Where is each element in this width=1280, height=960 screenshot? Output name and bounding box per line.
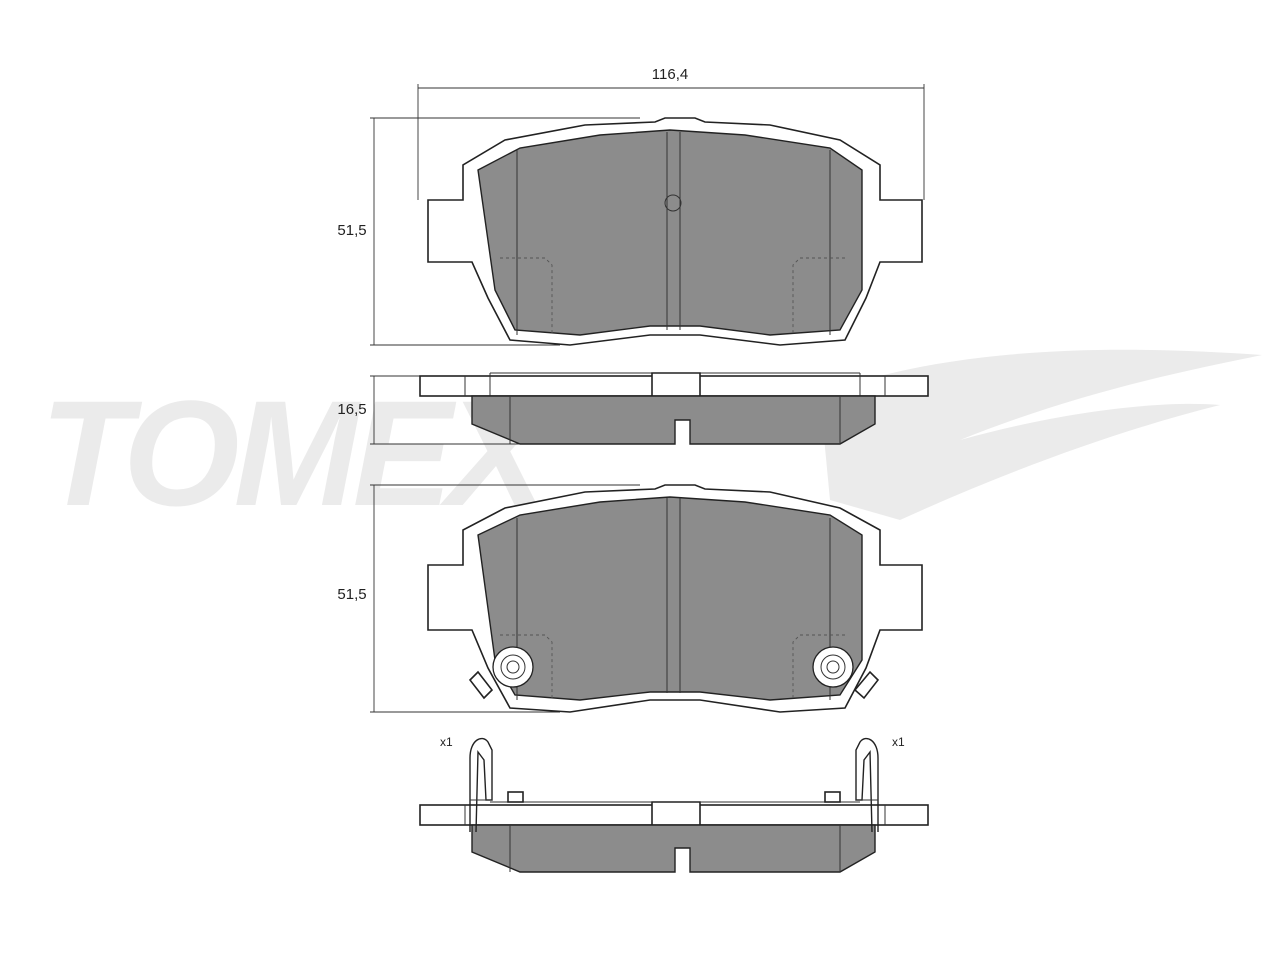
pad-view-back <box>427 484 923 713</box>
height-bottom-dimension: 51,5 <box>337 484 640 713</box>
pad-view-side-clips: x1 x1 <box>419 735 929 873</box>
thickness-label: 16,5 <box>337 401 366 418</box>
thickness-dimension: 16,5 <box>337 375 520 445</box>
height-top-label: 51,5 <box>337 222 366 239</box>
width-label: 116,4 <box>652 66 688 83</box>
clip-right-qty: x1 <box>892 735 905 749</box>
wear-sensor-left <box>492 646 534 688</box>
wear-sensor-right <box>812 646 854 688</box>
height-top-dimension: 51,5 <box>337 117 640 346</box>
height-bottom-label: 51,5 <box>337 586 366 603</box>
watermark-wing <box>820 349 1262 520</box>
pad-view-top <box>427 117 923 346</box>
pad-view-side <box>419 372 929 445</box>
clip-right: x1 <box>855 735 905 833</box>
clip-left-qty: x1 <box>440 735 453 749</box>
width-dimension: 116,4 <box>417 66 925 200</box>
clip-left: x1 <box>440 735 493 833</box>
